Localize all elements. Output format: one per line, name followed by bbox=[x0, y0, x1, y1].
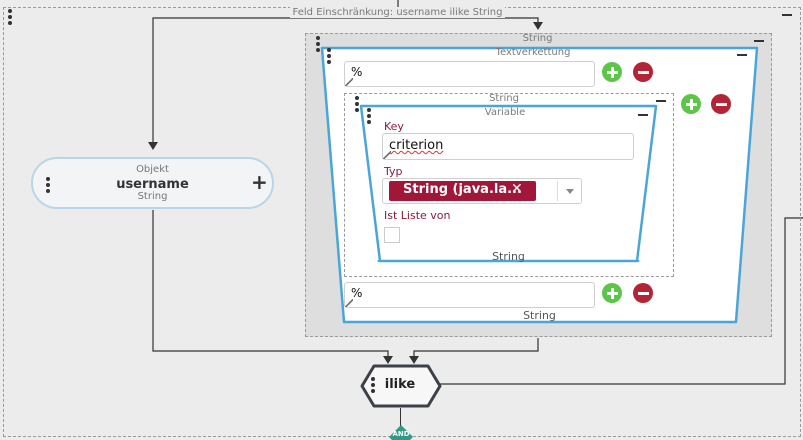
string-inner-title: String bbox=[489, 93, 519, 104]
key-value: criterion bbox=[389, 138, 444, 153]
resize-handle-icon[interactable] bbox=[383, 151, 391, 159]
operator-menu-icon[interactable] bbox=[371, 377, 375, 395]
textverkettung-title: Textverkettung bbox=[495, 47, 571, 58]
objekt-name: username bbox=[116, 177, 189, 192]
add-field-2-button[interactable] bbox=[602, 283, 622, 303]
constraint-menu-icon[interactable] bbox=[8, 9, 12, 27]
variable-title: Variable bbox=[484, 107, 526, 118]
textverkettung-footer: String bbox=[523, 309, 556, 322]
operator-connector bbox=[400, 408, 401, 428]
typ-label: Typ bbox=[384, 165, 403, 178]
variable-menu-icon[interactable] bbox=[367, 108, 371, 126]
string-menu-icon[interactable] bbox=[316, 36, 320, 54]
operator-label: ilike bbox=[384, 377, 416, 392]
objekt-type: String bbox=[137, 191, 168, 202]
constraint-title: Feld Einschränkung: username ilike Strin… bbox=[290, 7, 505, 18]
clear-typ-icon[interactable]: ✕ bbox=[511, 181, 523, 197]
add-icon[interactable]: + bbox=[251, 170, 268, 194]
ist-liste-checkbox[interactable] bbox=[384, 227, 400, 243]
objekt-menu-icon[interactable] bbox=[46, 177, 50, 195]
chevron-down-icon[interactable] bbox=[566, 189, 574, 194]
and-badge-shape[interactable] bbox=[388, 424, 414, 440]
and-badge-label: AND bbox=[392, 430, 410, 438]
key-input[interactable]: criterion bbox=[382, 133, 634, 160]
text-field-1[interactable]: % bbox=[344, 61, 595, 87]
typ-value: String (java.la... bbox=[403, 182, 522, 197]
typ-pill bbox=[389, 181, 536, 201]
ist-liste-label: Ist Liste von bbox=[384, 209, 451, 222]
string-inner-menu-icon[interactable] bbox=[355, 96, 359, 114]
key-label: Key bbox=[384, 120, 404, 133]
objekt-kind: Objekt bbox=[136, 164, 169, 175]
remove-string-button[interactable] bbox=[711, 94, 731, 114]
variable-footer: String bbox=[492, 250, 525, 263]
remove-field-1-button[interactable] bbox=[633, 62, 653, 82]
resize-handle-icon[interactable] bbox=[345, 299, 353, 307]
text-field-2-value: % bbox=[351, 286, 363, 300]
remove-field-2-button[interactable] bbox=[633, 283, 653, 303]
variable-collapse-icon[interactable] bbox=[638, 114, 648, 116]
text-field-2[interactable]: % bbox=[344, 282, 595, 308]
add-field-1-button[interactable] bbox=[602, 62, 622, 82]
typ-dropdown-divider bbox=[557, 181, 558, 201]
add-string-button[interactable] bbox=[681, 94, 701, 114]
string-inner-collapse-icon[interactable] bbox=[656, 100, 666, 102]
string-collapse-icon[interactable] bbox=[754, 40, 764, 42]
textverkettung-menu-icon[interactable] bbox=[327, 48, 331, 66]
objekt-node[interactable] bbox=[31, 157, 274, 209]
ilike-operator-shape[interactable] bbox=[360, 364, 442, 408]
resize-handle-icon[interactable] bbox=[345, 78, 353, 86]
text-field-1-value: % bbox=[351, 65, 363, 79]
textverkettung-collapse-icon[interactable] bbox=[737, 54, 747, 56]
string-container-title: String bbox=[522, 33, 553, 44]
constraint-collapse-icon[interactable] bbox=[782, 14, 792, 16]
